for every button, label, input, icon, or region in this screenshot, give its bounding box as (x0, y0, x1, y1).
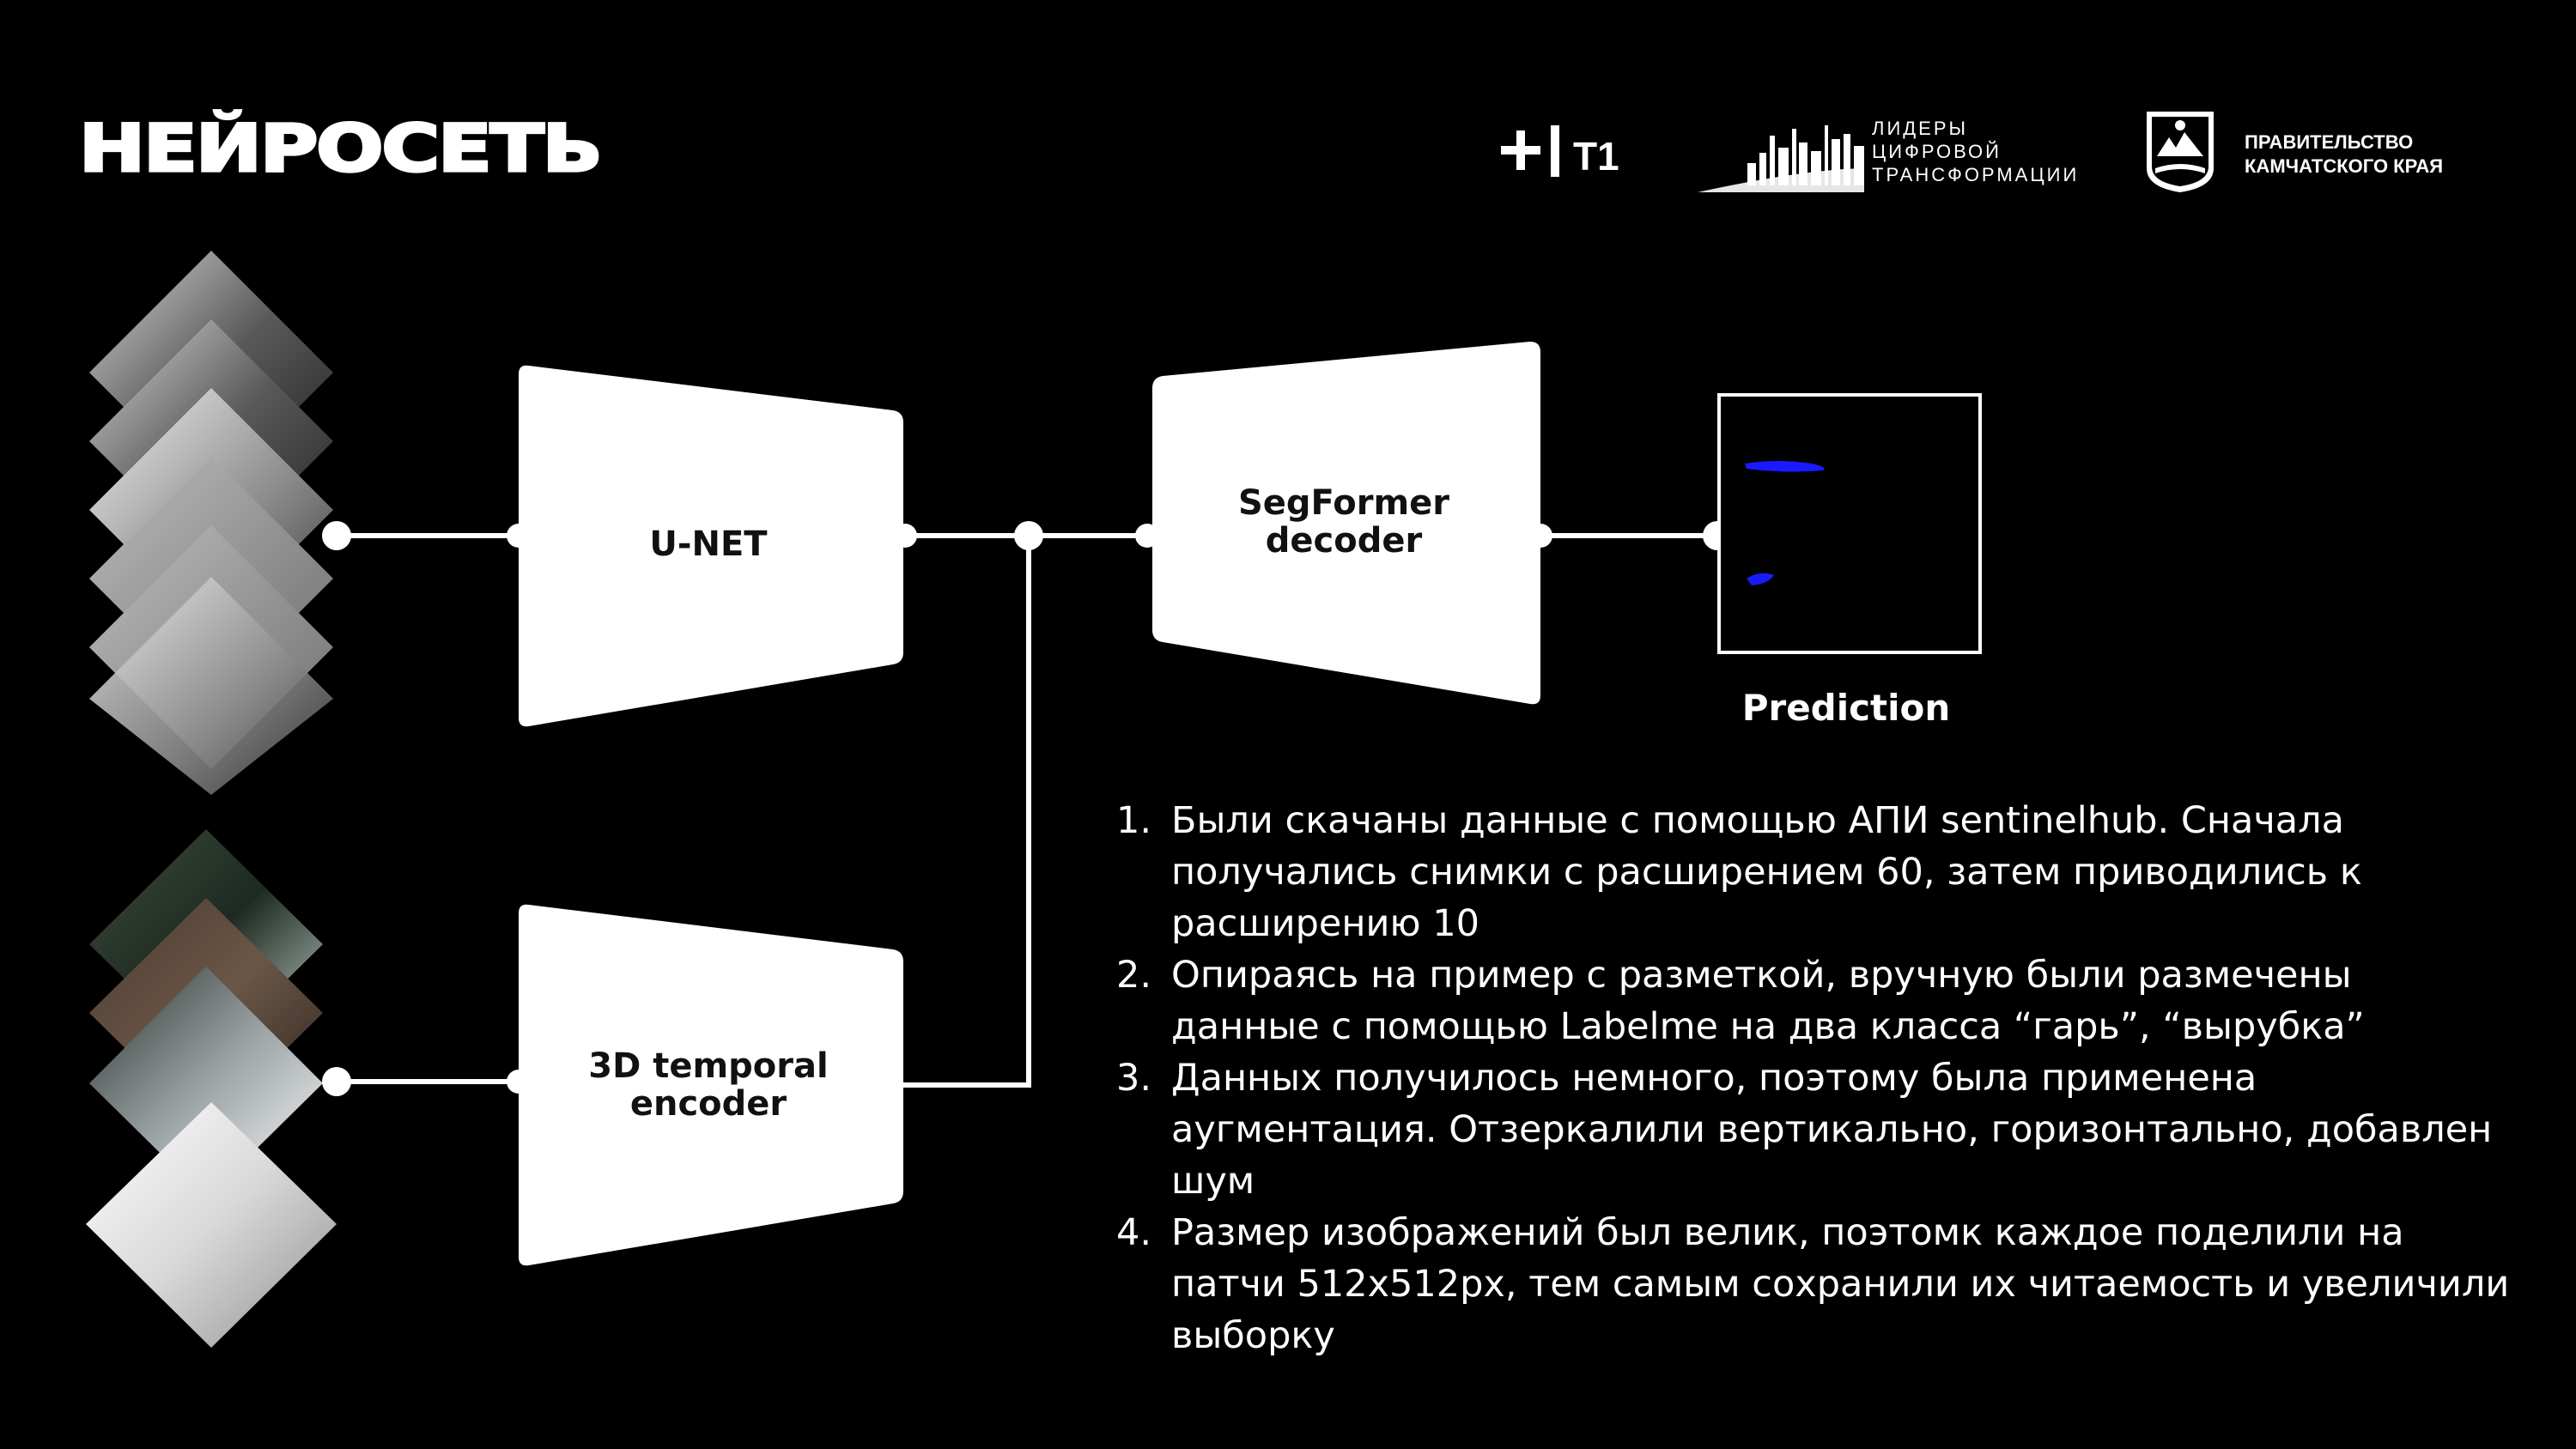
connector-node (893, 524, 917, 548)
note-line: патчи 512х512px, тем самым сохранили их … (1171, 1263, 2510, 1306)
city-skyline-icon (1698, 125, 1864, 192)
note-line: выборку (1171, 1314, 1335, 1357)
note-line: шум (1171, 1160, 1255, 1203)
segformer-label-line2: decoder (1265, 521, 1423, 561)
unet-label: U-NET (649, 524, 768, 564)
note-line: получались снимки с расширением 60, зате… (1171, 851, 2362, 894)
note-line: Были скачаны данные с помощью АПИ sentin… (1171, 799, 2344, 842)
lct-line-1: ЛИДЕРЫ (1872, 118, 1968, 139)
note-line: расширению 10 (1171, 902, 1479, 945)
satellite-tile (86, 1102, 337, 1348)
kamchatka-emblem-icon (2147, 112, 2214, 192)
list-number: 3. (1116, 1057, 1152, 1100)
connector-line (902, 536, 1031, 1088)
list-item: 3. Данных получилось немного, поэтому бы… (1116, 1052, 2524, 1207)
lct-line-2: ЦИФРОВОЙ (1872, 141, 2002, 162)
svg-text:T1: T1 (1573, 134, 1619, 179)
connector-node (322, 1067, 351, 1096)
lct-line-3: ТРАНСФОРМАЦИИ (1872, 164, 2080, 185)
segformer-label: SegFormer decoder (1151, 484, 1537, 560)
segformer-block (1152, 342, 1540, 705)
segformer-label-line1: SegFormer (1237, 483, 1449, 523)
temporal-encoder-block (519, 904, 903, 1266)
note-line: данные с помощью Labelme на два класса “… (1171, 1005, 2365, 1048)
connector-node (322, 521, 351, 550)
gov-line-1: ПРАВИТЕЛЬСТВО (2245, 131, 2414, 153)
list-item: 2. Опираясь на пример с разметкой, вручн… (1116, 949, 2524, 1052)
temporal-encoder-label: 3D temporal encoder (519, 1047, 897, 1123)
note-line: Данных получилось немного, поэтому была … (1171, 1057, 2257, 1100)
partner-gov-text: ПРАВИТЕЛЬСТВО КАМЧАТСКОГО КРАЯ (2245, 130, 2443, 179)
page-title: НЕЙРОСЕТЬ (77, 111, 605, 187)
prediction-label: Prediction (1741, 687, 1951, 729)
note-line: аугментация. Отзеркалили вертикально, го… (1171, 1108, 2493, 1151)
list-item: 4. Размер изображений был велик, поэтомк… (1116, 1207, 2524, 1361)
color-image-stack (86, 829, 337, 1348)
t1-logo: T1 (1501, 125, 1619, 179)
temporal-label-line1: 3D temporal (588, 1046, 829, 1086)
satellite-tile (89, 577, 333, 795)
method-notes: 1. Были скачаны данные с помощью АПИ sen… (1116, 795, 2524, 1361)
satellite-tile (89, 967, 323, 1198)
connector-node (1014, 521, 1043, 550)
grayscale-image-stack (89, 251, 333, 795)
list-item: 1. Были скачаны данные с помощью АПИ sen… (1116, 795, 2524, 949)
prediction-mask (1745, 461, 1825, 472)
partner-lct-text: ЛИДЕРЫ ЦИФРОВОЙ ТРАНСФОРМАЦИИ (1872, 117, 2079, 186)
gov-line-2: КАМЧАТСКОГО КРАЯ (2245, 155, 2444, 177)
note-line: Размер изображений был велик, поэтомк ка… (1171, 1211, 2404, 1254)
connector-node (507, 524, 531, 548)
list-number: 1. (1116, 799, 1152, 842)
list-number: 2. (1116, 954, 1152, 997)
connector-node (507, 1070, 531, 1094)
list-number: 4. (1116, 1211, 1152, 1254)
prediction-mask (1747, 573, 1774, 585)
temporal-label-line2: encoder (629, 1084, 787, 1124)
connector-node (1135, 524, 1159, 548)
unet-block (519, 365, 903, 727)
connector-node (1528, 524, 1552, 548)
prediction-image (1717, 393, 1982, 654)
note-line: Опираясь на пример с разметкой, вручную … (1171, 954, 2352, 997)
